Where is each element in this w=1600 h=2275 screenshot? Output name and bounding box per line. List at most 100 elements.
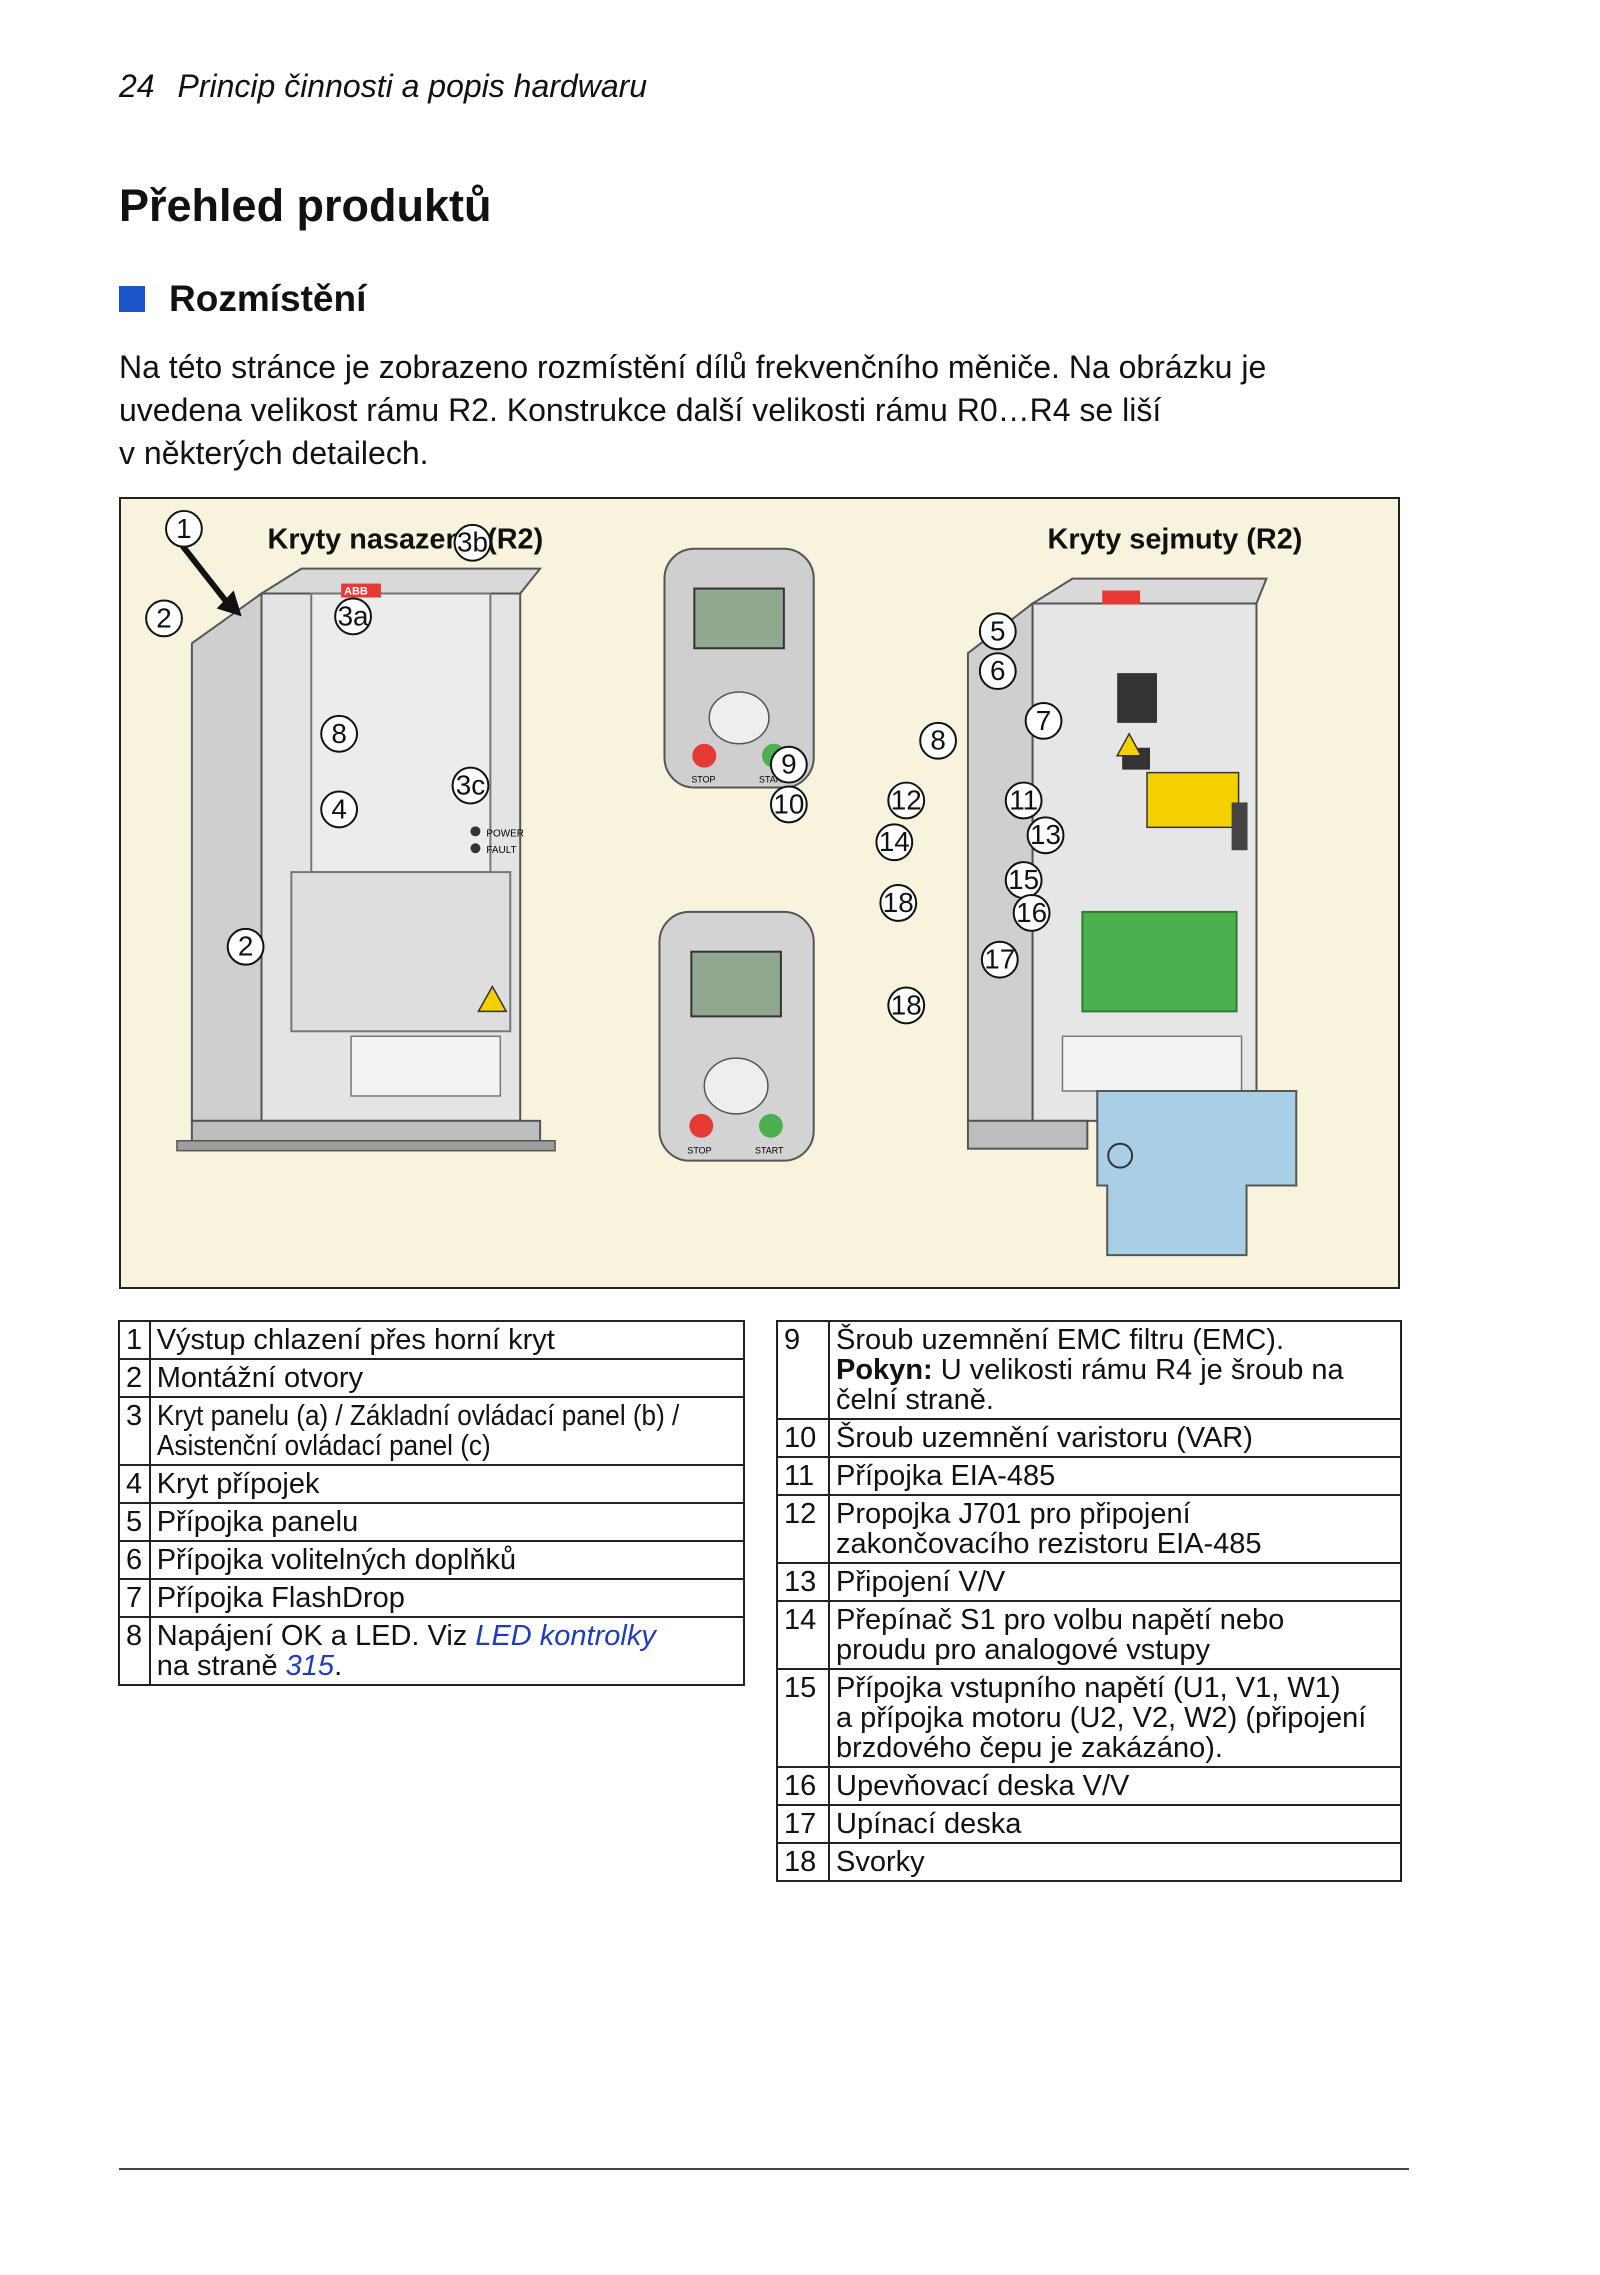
- page-reference-link[interactable]: 315: [285, 1650, 335, 1682]
- svg-text:8: 8: [331, 718, 347, 749]
- panel-display: [693, 587, 785, 650]
- svg-text:6: 6: [990, 655, 1005, 686]
- legend-line: Šroub uzemnění EMC filtru (EMC).: [836, 1324, 1285, 1356]
- legend-line: Připojení V/V: [836, 1566, 1006, 1598]
- svg-text:18: 18: [891, 989, 922, 1020]
- svg-text:9: 9: [781, 749, 797, 780]
- legend-line: Asistenční ovládací panel (c): [156, 1430, 491, 1462]
- legend-line: Přípojka volitelných doplňků: [156, 1544, 517, 1576]
- warning-label: [1146, 771, 1240, 829]
- svg-text:3a: 3a: [338, 600, 369, 631]
- start-button: [759, 1113, 783, 1138]
- callout-6: 6: [978, 652, 1017, 691]
- legend-text: Přípojka volitelných doplňků: [148, 1540, 746, 1580]
- callout-8: 8: [320, 714, 359, 753]
- start-label: START: [759, 775, 788, 785]
- fault-label: FAULT: [486, 845, 516, 856]
- legend-text: Upevňovací deska V/V: [828, 1766, 1402, 1806]
- cross-reference-link[interactable]: LED kontrolky: [475, 1620, 656, 1652]
- legend-number: 18: [776, 1842, 830, 1882]
- note-label: Pokyn:: [836, 1354, 933, 1386]
- legend-line: Přípojka panelu: [156, 1506, 359, 1538]
- stop-button: [692, 743, 717, 768]
- legend-line: Přípojka vstupního napětí (U1, V1, W1): [836, 1672, 1341, 1704]
- callout-12: 12: [887, 781, 926, 820]
- svg-text:3b: 3b: [457, 527, 488, 558]
- callout-13: 13: [1026, 816, 1065, 855]
- intro-paragraph: Na této stránce je zobrazeno rozmístění …: [119, 346, 1379, 475]
- drive-covers-off: [966, 577, 1298, 1257]
- legend-line: Přepínač S1 pro volbu napětí nebo: [836, 1604, 1285, 1636]
- callout-2: 2: [226, 927, 265, 966]
- panel-connector: [1117, 673, 1157, 723]
- callout-18: 18: [887, 986, 926, 1025]
- ground-icon: [1107, 1142, 1134, 1169]
- callout-7: 7: [1024, 701, 1063, 740]
- legend-number: 6: [118, 1540, 151, 1580]
- legend-number: 16: [776, 1766, 830, 1806]
- page-title: Přehled produktů: [119, 180, 492, 231]
- legend-text: Přípojka EIA-485: [828, 1456, 1402, 1496]
- section-title: Rozmístění: [169, 278, 367, 319]
- legend-text: Přípojka FlashDrop: [148, 1578, 746, 1618]
- abb-logo: [1102, 590, 1141, 605]
- terminal-block: [350, 1035, 502, 1097]
- legend-text: Svorky: [828, 1842, 1402, 1882]
- intro-line: Na této stránce je zobrazeno rozmístění …: [119, 349, 1267, 385]
- legend-number: 13: [776, 1562, 830, 1602]
- legend-text: Přípojka panelu: [148, 1502, 746, 1542]
- legend-text: Připojení V/V: [828, 1562, 1402, 1602]
- intro-line: v některých detailech.: [119, 435, 429, 471]
- callout-9: 9: [769, 745, 808, 784]
- svg-text:12: 12: [891, 784, 922, 815]
- legend-number: 4: [118, 1464, 151, 1504]
- legend-line: zakončovacího rezistoru EIA-485: [836, 1528, 1262, 1560]
- legend-text: Přípojka vstupního napětí (U1, V1, W1)a …: [828, 1668, 1402, 1768]
- legend-text: Kryt přípojek: [148, 1464, 746, 1504]
- legend-line: Šroub uzemnění varistoru (VAR): [836, 1422, 1253, 1454]
- svg-text:2: 2: [238, 931, 254, 962]
- callout-11: 11: [1004, 781, 1043, 820]
- callout-1: 1: [165, 509, 203, 548]
- caption-covers-on: Kryty nasazeny (R2): [267, 524, 543, 556]
- svg-text:8: 8: [930, 725, 946, 756]
- terminal-block: [1061, 1035, 1243, 1092]
- svg-text:7: 7: [1036, 705, 1052, 736]
- svg-text:11: 11: [1009, 784, 1038, 815]
- panel-display: [690, 950, 782, 1018]
- legend-line: proudu pro analogové vstupy: [836, 1634, 1211, 1666]
- legend-line: Svorky: [836, 1846, 925, 1878]
- product-figure: Kryty nasazeny (R2) Kryty sejmuty (R2) A…: [119, 497, 1400, 1289]
- io-connector: [1081, 910, 1238, 1013]
- legend-number: 5: [118, 1502, 151, 1542]
- callout-4: 4: [320, 790, 359, 829]
- abb-logo: [341, 583, 381, 598]
- svg-text:16: 16: [1016, 897, 1047, 928]
- legend-line: Montážní otvory: [156, 1362, 364, 1394]
- legend-text: Montážní otvory: [148, 1358, 746, 1398]
- arrow-1-icon: [174, 536, 235, 611]
- section-heading: Rozmístění: [119, 278, 366, 320]
- callout-15: 15: [1004, 861, 1043, 899]
- svg-text:5: 5: [990, 615, 1005, 646]
- warning-icon: [1115, 732, 1143, 757]
- svg-text:3c: 3c: [456, 770, 485, 801]
- svg-text:17: 17: [984, 944, 1015, 975]
- legend-line: brzdového čepu je zakázáno).: [836, 1732, 1223, 1764]
